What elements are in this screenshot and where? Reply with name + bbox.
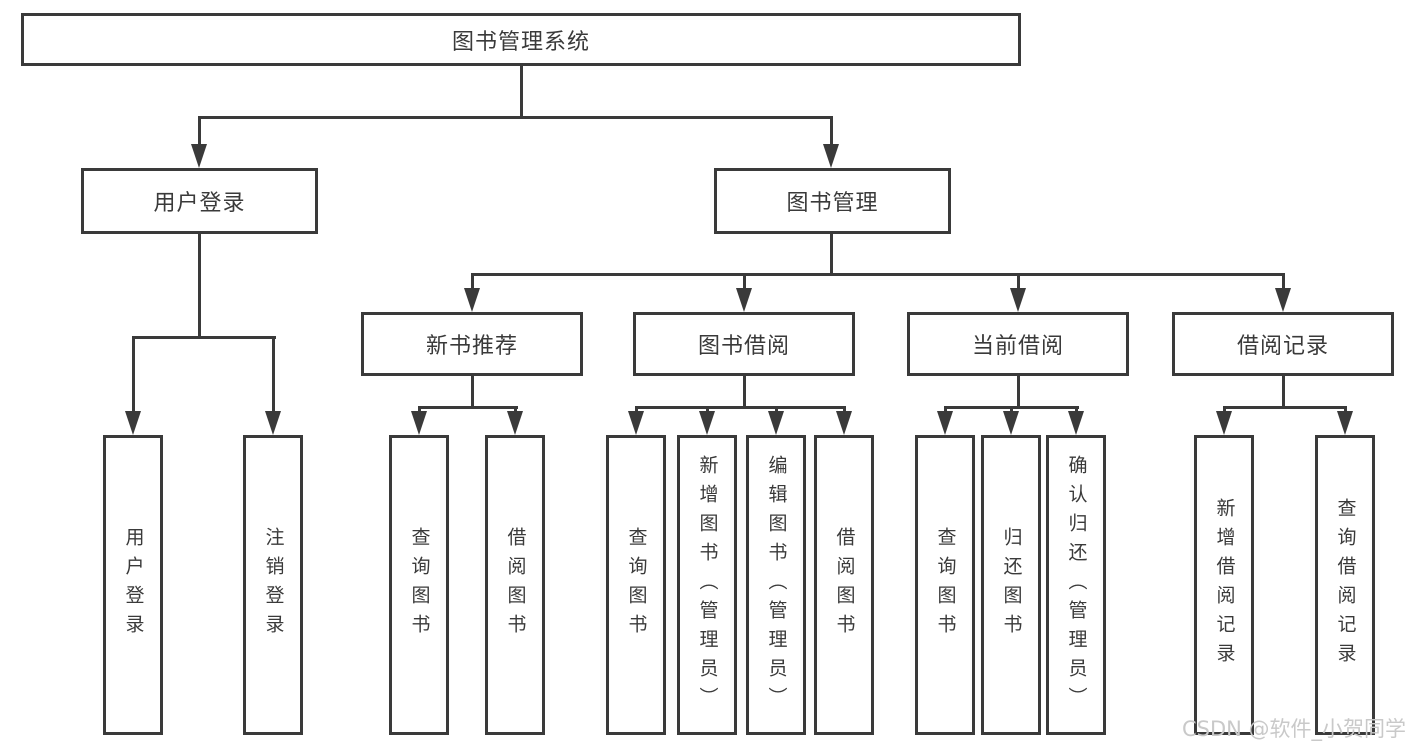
node-book-borrowing-label: 图书借阅: [697, 334, 790, 359]
node-new-book-recommendation: 新书推荐: [361, 312, 583, 376]
connector-line: [634, 406, 638, 412]
node-query-borrow-record-label: 查询借阅记录: [1334, 498, 1357, 672]
connector-line: [1281, 376, 1285, 409]
connector-line: [829, 116, 833, 144]
connector-line: [417, 406, 421, 412]
node-root-label: 图书管理系统: [451, 29, 590, 55]
node-user-login-action-label: 用户登录: [122, 527, 145, 643]
connector-line: [1281, 273, 1285, 288]
arrowhead-icon: [699, 411, 715, 435]
arrowhead-icon: [628, 411, 644, 435]
node-borrowing-records-label: 借阅记录: [1236, 334, 1329, 359]
connector-line: [470, 273, 1285, 276]
connector-line: [1016, 273, 1020, 288]
connector-line: [634, 406, 846, 409]
connector-line: [829, 233, 833, 276]
node-current-borrowing: 当前借阅: [907, 312, 1129, 376]
connector-line: [131, 336, 276, 339]
arrowhead-icon: [736, 288, 752, 312]
connector-line: [417, 406, 518, 409]
arrowhead-icon: [125, 411, 141, 435]
connector-line: [513, 406, 517, 412]
node-query-books-current: 查询图书: [915, 435, 975, 735]
arrowhead-icon: [1068, 411, 1084, 435]
node-add-books-admin-label: 新增图书（管理员）: [696, 454, 719, 716]
node-current-borrowing-label: 当前借阅: [971, 334, 1064, 359]
connector-line: [1009, 406, 1013, 412]
node-root: 图书管理系统: [21, 13, 1021, 66]
connector-line: [1074, 406, 1078, 412]
node-query-borrow-record: 查询借阅记录: [1315, 435, 1375, 735]
arrowhead-icon: [1275, 288, 1291, 312]
arrowhead-icon: [768, 411, 784, 435]
node-add-books-admin: 新增图书（管理员）: [677, 435, 737, 735]
arrowhead-icon: [265, 411, 281, 435]
connector-line: [842, 406, 846, 412]
connector-line: [519, 65, 523, 118]
node-add-borrow-record-label: 新增借阅记录: [1213, 498, 1236, 672]
arrowhead-icon: [464, 288, 480, 312]
node-edit-books-admin: 编辑图书（管理员）: [746, 435, 806, 735]
connector-line: [197, 116, 201, 144]
node-new-book-recommendation-label: 新书推荐: [425, 334, 518, 359]
node-user-login: 用户登录: [81, 168, 318, 234]
node-borrow-books: 借阅图书: [814, 435, 874, 735]
node-return-books: 归还图书: [981, 435, 1041, 735]
node-query-books-recommend: 查询图书: [389, 435, 449, 735]
node-logout-action: 注销登录: [243, 435, 303, 735]
arrowhead-icon: [937, 411, 953, 435]
connector-line: [943, 406, 947, 412]
connector-line: [1222, 406, 1347, 409]
node-book-borrowing: 图书借阅: [633, 312, 855, 376]
connector-line: [271, 336, 275, 411]
arrowhead-icon: [1216, 411, 1232, 435]
node-query-books-recommend-label: 查询图书: [408, 527, 431, 643]
connector-line: [705, 406, 709, 412]
node-borrow-books-recommend: 借阅图书: [485, 435, 545, 735]
connector-line: [774, 406, 778, 412]
node-query-books-current-label: 查询图书: [934, 527, 957, 643]
node-user-login-action: 用户登录: [103, 435, 163, 735]
connector-line: [742, 376, 746, 409]
connector-line: [470, 376, 474, 409]
connector-line: [1343, 406, 1347, 412]
connector-line: [131, 336, 135, 411]
arrowhead-icon: [823, 144, 839, 168]
arrowhead-icon: [191, 144, 207, 168]
connector-line: [470, 273, 474, 288]
watermark-text: CSDN @软件_小贺同学: [1182, 717, 1405, 741]
node-add-borrow-record: 新增借阅记录: [1194, 435, 1254, 735]
arrowhead-icon: [507, 411, 523, 435]
node-borrow-books-recommend-label: 借阅图书: [504, 527, 527, 643]
node-return-books-label: 归还图书: [1000, 527, 1023, 643]
connector-line: [197, 234, 201, 339]
arrowhead-icon: [836, 411, 852, 435]
connector-line: [742, 273, 746, 288]
node-edit-books-admin-label: 编辑图书（管理员）: [765, 454, 788, 716]
arrowhead-icon: [1010, 288, 1026, 312]
node-book-management-label: 图书管理: [786, 191, 879, 216]
node-logout-action-label: 注销登录: [262, 527, 285, 643]
node-query-books-borrow: 查询图书: [606, 435, 666, 735]
arrowhead-icon: [1003, 411, 1019, 435]
node-borrowing-records: 借阅记录: [1172, 312, 1394, 376]
connector-line: [1222, 406, 1226, 412]
node-book-management: 图书管理: [714, 168, 951, 234]
node-borrow-books-label: 借阅图书: [833, 527, 856, 643]
arrowhead-icon: [411, 411, 427, 435]
node-query-books-borrow-label: 查询图书: [625, 527, 648, 643]
connector-line: [1016, 376, 1020, 409]
node-confirm-return-admin: 确认归还（管理员）: [1046, 435, 1106, 735]
arrowhead-icon: [1337, 411, 1353, 435]
node-confirm-return-admin-label: 确认归还（管理员）: [1065, 454, 1088, 716]
node-user-login-label: 用户登录: [153, 191, 246, 216]
connector-line: [197, 116, 833, 119]
